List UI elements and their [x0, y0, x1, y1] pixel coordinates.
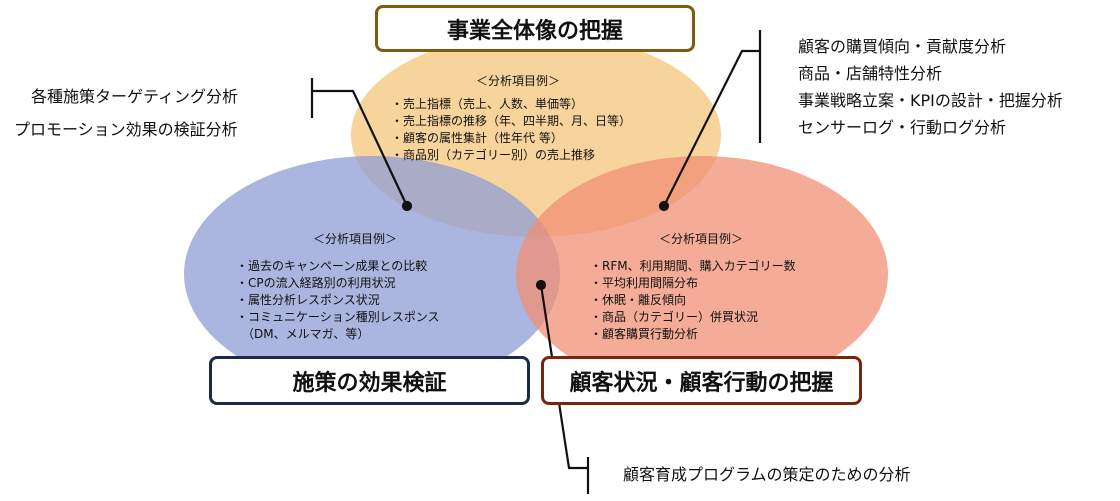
callout-right-1: 顧客の購買傾向・貢献度分析: [798, 37, 1007, 56]
right-section-list: ・RFM、利用期間、購入カテゴリー数 ・平均利用間隔分布 ・休眠・離反傾向 ・商…: [590, 258, 796, 343]
list-item: ・コミュニケーション種別レスポンス: [236, 310, 440, 324]
left-section-list: ・過去のキャンペーン成果との比較 ・CPの流入経路別の利用状況 ・属性分析レスポ…: [236, 258, 440, 343]
list-item: ・売上指標（売上、人数、単価等）: [391, 97, 584, 111]
right-section-heading: ＜分析項目例＞: [659, 232, 744, 246]
right-circle: [516, 156, 888, 392]
title-top: 事業全体像の把握: [446, 18, 623, 44]
title-box-top: 事業全体像の把握: [375, 5, 695, 52]
list-item: ・属性分析レスポンス状況: [236, 293, 380, 307]
list-item: ・顧客購買行動分析: [590, 327, 699, 341]
callout-left-1: 各種施策ターゲティング分析: [31, 87, 239, 106]
callout-right-4: センサーログ・行動ログ分析: [798, 118, 1007, 137]
list-item: ・商品（カテゴリー）併買状況: [590, 310, 759, 324]
list-item: （DM、メルマガ、等）: [236, 327, 370, 341]
callout-right-3: 事業戦略立案・KPIの設計・把握分析: [798, 91, 1063, 110]
callout-bottom: 顧客育成プログラムの策定のための分析: [623, 465, 911, 484]
callout-left-2: プロモーション効果の検証分析: [14, 120, 238, 139]
list-item: ・商品別（カテゴリー別）の売上推移: [391, 148, 596, 162]
title-box-right: 顧客状況・顧客行動の把握: [541, 356, 862, 405]
left-section-heading: ＜分析項目例＞: [313, 232, 398, 246]
title-box-left: 施策の効果検証: [209, 356, 530, 405]
left-circle: [184, 156, 560, 392]
connector-right: [658, 30, 762, 212]
top-section-list: ・売上指標（売上、人数、単価等） ・売上指標の推移（年、四半期、月、日等） ・顧…: [391, 96, 631, 164]
connector-left: [310, 78, 413, 212]
list-item: ・RFM、利用期間、購入カテゴリー数: [590, 259, 796, 273]
title-left: 施策の効果検証: [292, 370, 447, 396]
list-item: ・売上指標の推移（年、四半期、月、日等）: [391, 114, 632, 128]
list-item: ・休眠・離反傾向: [590, 293, 687, 307]
top-section-heading: ＜分析項目例＞: [476, 74, 561, 88]
list-item: ・CPの流入経路別の利用状況: [236, 276, 396, 290]
connector-bottom: [535, 279, 590, 494]
list-item: ・顧客の属性集計（性年代 等）: [391, 131, 563, 145]
callout-right-2: 商品・店舗特性分析: [798, 64, 943, 83]
list-item: ・過去のキャンペーン成果との比較: [236, 259, 428, 273]
list-item: ・平均利用間隔分布: [590, 276, 699, 290]
title-right: 顧客状況・顧客行動の把握: [569, 370, 834, 396]
